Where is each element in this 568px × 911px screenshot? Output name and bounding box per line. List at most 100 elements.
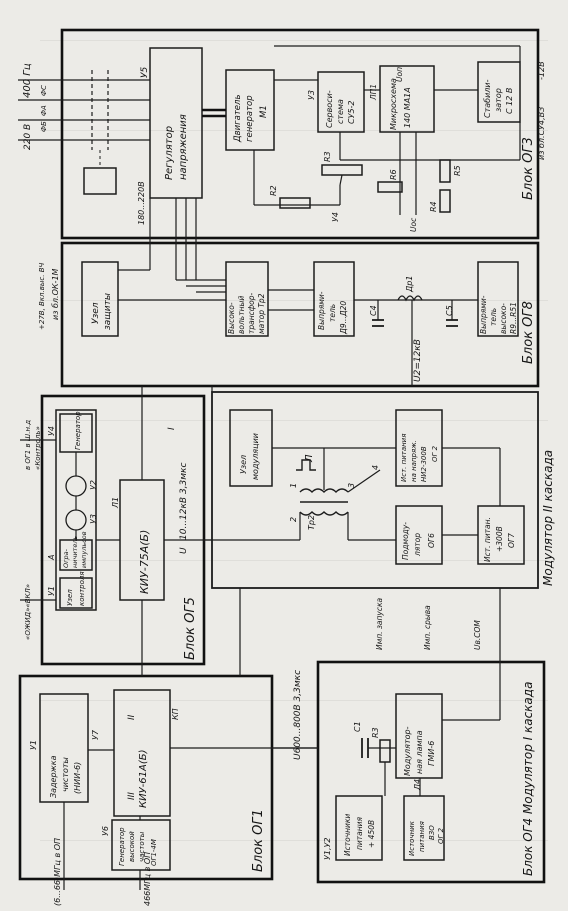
modulator-2-frame bbox=[211, 391, 539, 589]
servo-box bbox=[317, 71, 365, 133]
hvtr-line3: трансфор- bbox=[247, 292, 256, 334]
hvrect-line3: высоко- bbox=[499, 303, 508, 334]
motor-line2: генератор bbox=[245, 95, 255, 142]
bg-line bbox=[40, 560, 548, 561]
u4-label: У4 bbox=[47, 426, 56, 436]
ogr-line2: ничитель bbox=[71, 536, 79, 568]
og4-wiring bbox=[368, 588, 501, 796]
hvtr-line4: матор Тр2 bbox=[257, 293, 266, 334]
srcvzo-line2: питания bbox=[418, 821, 426, 852]
modlamp-line2: ная лампа bbox=[415, 730, 424, 774]
stab-line1: Стабили- bbox=[483, 79, 492, 118]
u1-label: У1 bbox=[47, 586, 56, 596]
pin1: 1 bbox=[289, 483, 298, 488]
og3-resistors bbox=[279, 159, 451, 213]
og1-label: Блок ОГ1 bbox=[251, 809, 266, 872]
u5-ref: У5 bbox=[140, 67, 150, 78]
control-line2: контроля bbox=[78, 571, 86, 606]
rect-line1: Выпрями- bbox=[317, 291, 326, 330]
freq-in: (6...66)МГц в ОП bbox=[53, 838, 62, 906]
block-og8-frame bbox=[60, 241, 540, 388]
regulator-line2: напряжения bbox=[178, 114, 189, 180]
interblock-wiring bbox=[141, 386, 318, 749]
phase-a: ФА bbox=[40, 105, 48, 116]
genhf-line1: Генератор bbox=[118, 827, 126, 866]
prot-line2: защиты bbox=[103, 293, 113, 330]
phase-b: ФБ bbox=[40, 121, 48, 132]
og3-label: Блок ОГ3 bbox=[521, 137, 536, 200]
srcvzo-line4: ОГ 2 bbox=[437, 827, 445, 844]
src-line3: НИ2-300В bbox=[420, 446, 428, 482]
motor-line3: М1 bbox=[259, 105, 269, 118]
c5-label: С5 bbox=[445, 305, 454, 316]
genhf-line4: ОГ1-4М bbox=[150, 839, 158, 866]
p6-line3: ОГ6 bbox=[427, 533, 436, 548]
hvrect-line4: R9...R51 bbox=[509, 302, 518, 334]
bg-line bbox=[40, 130, 548, 131]
bg-line bbox=[40, 420, 548, 421]
servo-line2: стема bbox=[336, 99, 345, 124]
hvrect-line2: тель bbox=[489, 308, 498, 326]
out-10: 10...12кВ 3,3мкс bbox=[179, 463, 189, 540]
rect-line3: Д9...Д20 bbox=[339, 301, 348, 335]
phase-c: ФС bbox=[40, 85, 48, 96]
og3-wiring bbox=[175, 45, 521, 280]
start-label: Имп. запуска bbox=[375, 597, 384, 650]
hv-transformer-box bbox=[225, 261, 269, 337]
protection-box bbox=[81, 261, 119, 337]
block-og5-frame bbox=[40, 394, 206, 666]
pwr7-line2: +300В bbox=[495, 526, 504, 552]
delay-line1: Задержка bbox=[49, 755, 58, 798]
bg-line bbox=[40, 300, 548, 301]
u4-ref-og3: У4 bbox=[331, 212, 340, 222]
dr1-label: Др1 bbox=[405, 276, 414, 293]
c4-label: С4 bbox=[369, 305, 378, 316]
og5-label: Блок ОГ5 bbox=[183, 597, 198, 660]
src450-line2: питания bbox=[355, 816, 364, 850]
u3-ref: У3 bbox=[307, 90, 316, 100]
bg-line bbox=[40, 840, 548, 841]
u-ref-og5: U bbox=[179, 547, 189, 554]
prot-line1: Узел bbox=[91, 302, 101, 324]
u3-label: У3 bbox=[89, 514, 98, 524]
mod-lamp-box bbox=[395, 693, 443, 779]
rect-line2: тель bbox=[328, 304, 337, 322]
tr2-label: Тр2 bbox=[307, 515, 316, 530]
u6-label: У6 bbox=[101, 826, 110, 836]
tube-line1: Микросхема bbox=[389, 78, 398, 130]
regulator-box bbox=[149, 47, 203, 199]
c1-label: С1 bbox=[353, 721, 362, 732]
to-ok: в ОГ1 в Ш.н.д bbox=[24, 420, 32, 470]
src450-line1: Источники bbox=[343, 814, 352, 856]
pulse-label: Л bbox=[304, 454, 315, 463]
src-line1: Ист. питания bbox=[400, 434, 408, 482]
microcircuit-box bbox=[379, 65, 435, 133]
u-minus: Uв.СОМ bbox=[473, 620, 482, 650]
hold: «ОЖИД»«ВКЛ» bbox=[24, 584, 32, 640]
amp-label: КИУ-61А(Б) bbox=[138, 749, 149, 808]
block-og4-frame bbox=[316, 660, 546, 884]
stab-line2: затор bbox=[494, 88, 503, 112]
modlamp-line1: Модулятор- bbox=[403, 726, 412, 776]
transistor-u3 bbox=[65, 509, 87, 531]
og8-caps bbox=[372, 295, 458, 327]
in-27: +27В, Вкл.выс. ВЧ bbox=[38, 262, 46, 330]
lp1-ref: ЛП1 bbox=[369, 84, 378, 101]
pin4: 4 bbox=[371, 465, 380, 470]
r4-label: R4 bbox=[429, 201, 438, 212]
genhf-line2: высокой bbox=[128, 831, 136, 862]
control-node-box bbox=[59, 577, 93, 609]
from-ok: из бл.ОК-1М bbox=[51, 268, 60, 320]
u2-label: У2 bbox=[89, 480, 98, 490]
bg-line bbox=[40, 700, 548, 701]
src-vzo-box bbox=[403, 795, 445, 861]
src450-line3: + 450В bbox=[367, 820, 376, 848]
v-minus12: -12В bbox=[537, 61, 546, 80]
hvrect-line1: Выпрями- bbox=[479, 295, 488, 334]
genhf-line3: частоты bbox=[138, 831, 146, 862]
delay-line3: (НИИ-6) bbox=[73, 762, 82, 794]
transistor-u2 bbox=[65, 475, 87, 497]
u1-og1-label: У1 bbox=[29, 740, 38, 750]
modnode-line1: Узел bbox=[239, 455, 248, 474]
